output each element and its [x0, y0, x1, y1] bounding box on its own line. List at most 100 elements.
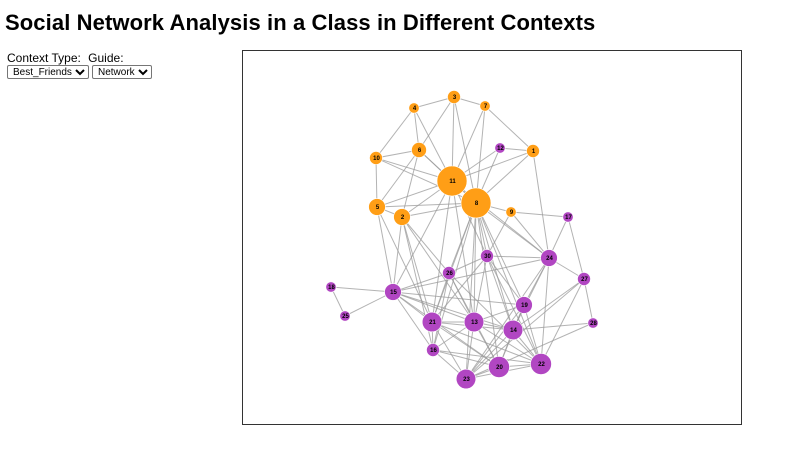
node-11[interactable]: 11 [436, 165, 468, 197]
node-circle-11[interactable] [436, 165, 468, 197]
node-label-24: 24 [546, 256, 553, 262]
node-circle-7[interactable] [479, 100, 491, 112]
node-circle-23[interactable] [455, 368, 477, 390]
node-5[interactable]: 5 [368, 198, 386, 216]
edge-9-24 [510, 211, 550, 259]
node-7[interactable]: 7 [479, 100, 491, 112]
node-9[interactable]: 9 [505, 206, 517, 218]
node-19[interactable]: 19 [515, 296, 533, 314]
edge-1-24 [532, 150, 550, 259]
node-circle-9[interactable] [505, 206, 517, 218]
node-16[interactable]: 16 [426, 343, 440, 357]
node-circle-30[interactable] [480, 249, 494, 263]
node-12[interactable]: 12 [494, 142, 506, 154]
node-circle-3[interactable] [447, 90, 461, 104]
node-24[interactable]: 24 [540, 249, 558, 267]
node-circle-28[interactable] [587, 317, 599, 329]
node-label-5: 5 [376, 205, 380, 211]
edge-19-23 [465, 304, 525, 380]
node-circle-13[interactable] [463, 311, 485, 333]
node-circle-6[interactable] [411, 142, 427, 158]
node-circle-14[interactable] [502, 319, 524, 341]
node-circle-12[interactable] [494, 142, 506, 154]
guide-select[interactable]: Network [92, 65, 152, 79]
node-30[interactable]: 30 [480, 249, 494, 263]
node-label-14: 14 [510, 328, 517, 334]
node-label-17: 17 [565, 215, 572, 221]
node-circle-22[interactable] [530, 353, 552, 375]
node-8[interactable]: 8 [460, 187, 492, 219]
node-circle-15[interactable] [384, 283, 402, 301]
edge-3-4 [413, 96, 455, 109]
edge-18-15 [330, 286, 394, 293]
node-circle-1[interactable] [526, 144, 540, 158]
node-circle-17[interactable] [562, 211, 574, 223]
node-20[interactable]: 20 [488, 356, 510, 378]
guide-label: Guide: [88, 51, 124, 65]
node-22[interactable]: 22 [530, 353, 552, 375]
edge-27-14 [512, 278, 585, 331]
node-circle-25[interactable] [339, 310, 351, 322]
node-label-4: 4 [413, 106, 417, 112]
node-1[interactable]: 1 [526, 144, 540, 158]
node-label-28: 28 [590, 321, 597, 327]
node-6[interactable]: 6 [411, 142, 427, 158]
node-23[interactable]: 23 [455, 368, 477, 390]
node-circle-18[interactable] [325, 281, 337, 293]
node-18[interactable]: 18 [325, 281, 337, 293]
node-circle-4[interactable] [408, 102, 420, 114]
control-labels: Context Type: Guide: [7, 51, 152, 65]
node-label-6: 6 [418, 148, 422, 154]
edge-8-22 [475, 202, 542, 365]
node-circle-19[interactable] [515, 296, 533, 314]
node-17[interactable]: 17 [562, 211, 574, 223]
context-type-select[interactable]: Best_Friends [7, 65, 89, 79]
node-21[interactable]: 21 [421, 311, 443, 333]
node-4[interactable]: 4 [408, 102, 420, 114]
node-circle-27[interactable] [577, 272, 591, 286]
edge-7-8 [475, 105, 486, 204]
node-circle-8[interactable] [460, 187, 492, 219]
node-15[interactable]: 15 [384, 283, 402, 301]
edge-16-22 [432, 349, 542, 365]
node-label-12: 12 [497, 146, 504, 152]
node-label-19: 19 [521, 303, 528, 309]
edge-9-30 [486, 211, 512, 257]
node-27[interactable]: 27 [577, 272, 591, 286]
edge-28-23 [465, 322, 594, 380]
node-label-1: 1 [532, 149, 536, 155]
node-circle-26[interactable] [442, 266, 456, 280]
control-selects: Best_Friends Network [7, 65, 152, 79]
edge-14-23 [465, 329, 514, 380]
edge-10-8 [375, 157, 477, 204]
node-label-23: 23 [463, 377, 470, 383]
node-circle-21[interactable] [421, 311, 443, 333]
node-label-11: 11 [449, 179, 456, 185]
node-25[interactable]: 25 [339, 310, 351, 322]
node-2[interactable]: 2 [393, 208, 411, 226]
edge-15-16 [392, 291, 434, 351]
node-circle-2[interactable] [393, 208, 411, 226]
edge-21-22 [431, 321, 542, 365]
edge-30-26 [448, 255, 488, 274]
node-circle-16[interactable] [426, 343, 440, 357]
node-26[interactable]: 26 [442, 266, 456, 280]
node-label-3: 3 [453, 95, 457, 101]
node-14[interactable]: 14 [502, 319, 524, 341]
node-10[interactable]: 10 [369, 151, 383, 165]
edge-5-21 [376, 206, 433, 323]
node-circle-5[interactable] [368, 198, 386, 216]
node-28[interactable]: 28 [587, 317, 599, 329]
page-title: Social Network Analysis in a Class in Di… [5, 10, 596, 35]
edge-8-13 [473, 202, 477, 323]
node-circle-20[interactable] [488, 356, 510, 378]
edge-17-27 [567, 216, 585, 280]
node-circle-10[interactable] [369, 151, 383, 165]
node-3[interactable]: 3 [447, 90, 461, 104]
node-13[interactable]: 13 [463, 311, 485, 333]
node-circle-24[interactable] [540, 249, 558, 267]
node-label-13: 13 [471, 320, 478, 326]
